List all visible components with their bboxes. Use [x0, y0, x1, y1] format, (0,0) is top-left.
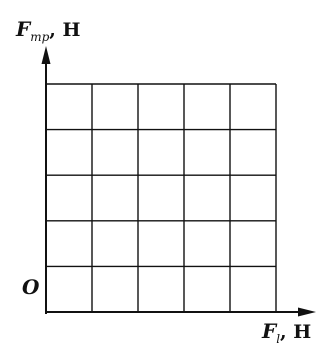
y-axis-label: Fтр, Н: [15, 17, 80, 44]
x-axis-label-unit: , Н: [280, 321, 311, 343]
y-axis-label-symbol: F: [15, 17, 32, 41]
grid: [45, 83, 277, 313]
x-axis-label-subscript: l: [276, 332, 280, 346]
origin-label: O: [22, 275, 40, 299]
y-axis-label-subscript: тр: [30, 30, 49, 44]
x-axis-label: Fl, Н: [261, 319, 311, 346]
y-axis-label-unit: , Н: [49, 19, 80, 41]
y-axis-arrow-icon: [41, 46, 51, 64]
x-axis-arrow-icon: [298, 307, 316, 317]
x-axis-label-symbol: F: [261, 319, 278, 343]
